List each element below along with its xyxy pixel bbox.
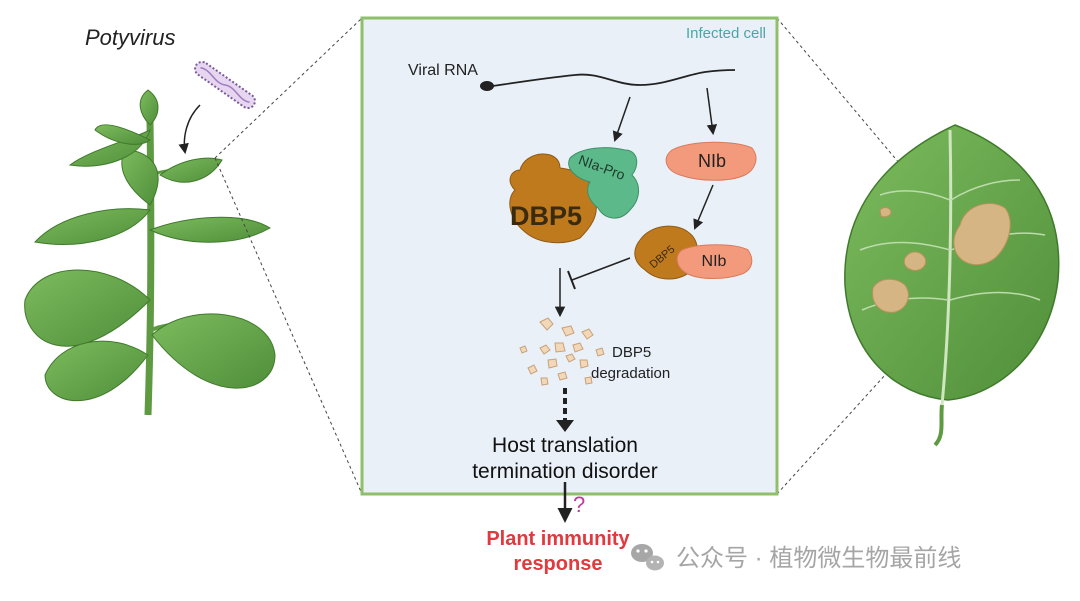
response-line2: response [514,553,603,575]
watermark-text: 公众号 · 植物微生物最前线 [676,545,961,572]
inhibition-line [571,257,631,281]
wechat-icon [631,544,664,571]
complex-nib-label: NIb [702,253,727,270]
inhibition-bar [567,270,576,290]
question-mark: ? [573,492,585,517]
complex-nib-shape [676,244,753,279]
rna-to-dbp5-arrow [612,96,631,142]
virus-particle-icon [194,60,256,110]
infected-leaf-illustration [844,124,1060,447]
zoom-line-left-top [214,17,363,159]
dbp5-label: DBP5 [510,201,582,231]
nib-to-complex-arrow [693,184,714,230]
response-line1: Plant immunity [486,528,630,550]
rna-to-nib-arrow [706,87,718,136]
degradation-label-line1: DBP5 [612,344,651,361]
zoom-line-left-bottom [214,157,363,495]
degradation-label-line2: degradation [591,365,670,382]
viral-rna-strand [480,69,736,91]
infected-cell-label: Infected cell [686,25,766,42]
nib-protein-shape [665,141,757,181]
degradation-fragments [519,317,605,386]
virus-to-plant-arrow [178,104,201,155]
plant-illustration [24,89,276,416]
degradation-arrowhead [556,420,574,432]
plant-label: Potyvirus [85,25,175,50]
nib-label: NIb [698,151,726,171]
nia-pro-protein-shape [568,147,639,219]
outcome-line1: Host translation [492,434,638,457]
outcome-line2: termination disorder [472,460,658,483]
zoom-line-right-top [776,17,906,171]
viral-rna-label: Viral RNA [408,62,478,79]
dbp5-protein-shape [509,153,597,244]
watermark: 公众号 · 植物微生物最前线 [631,544,961,572]
